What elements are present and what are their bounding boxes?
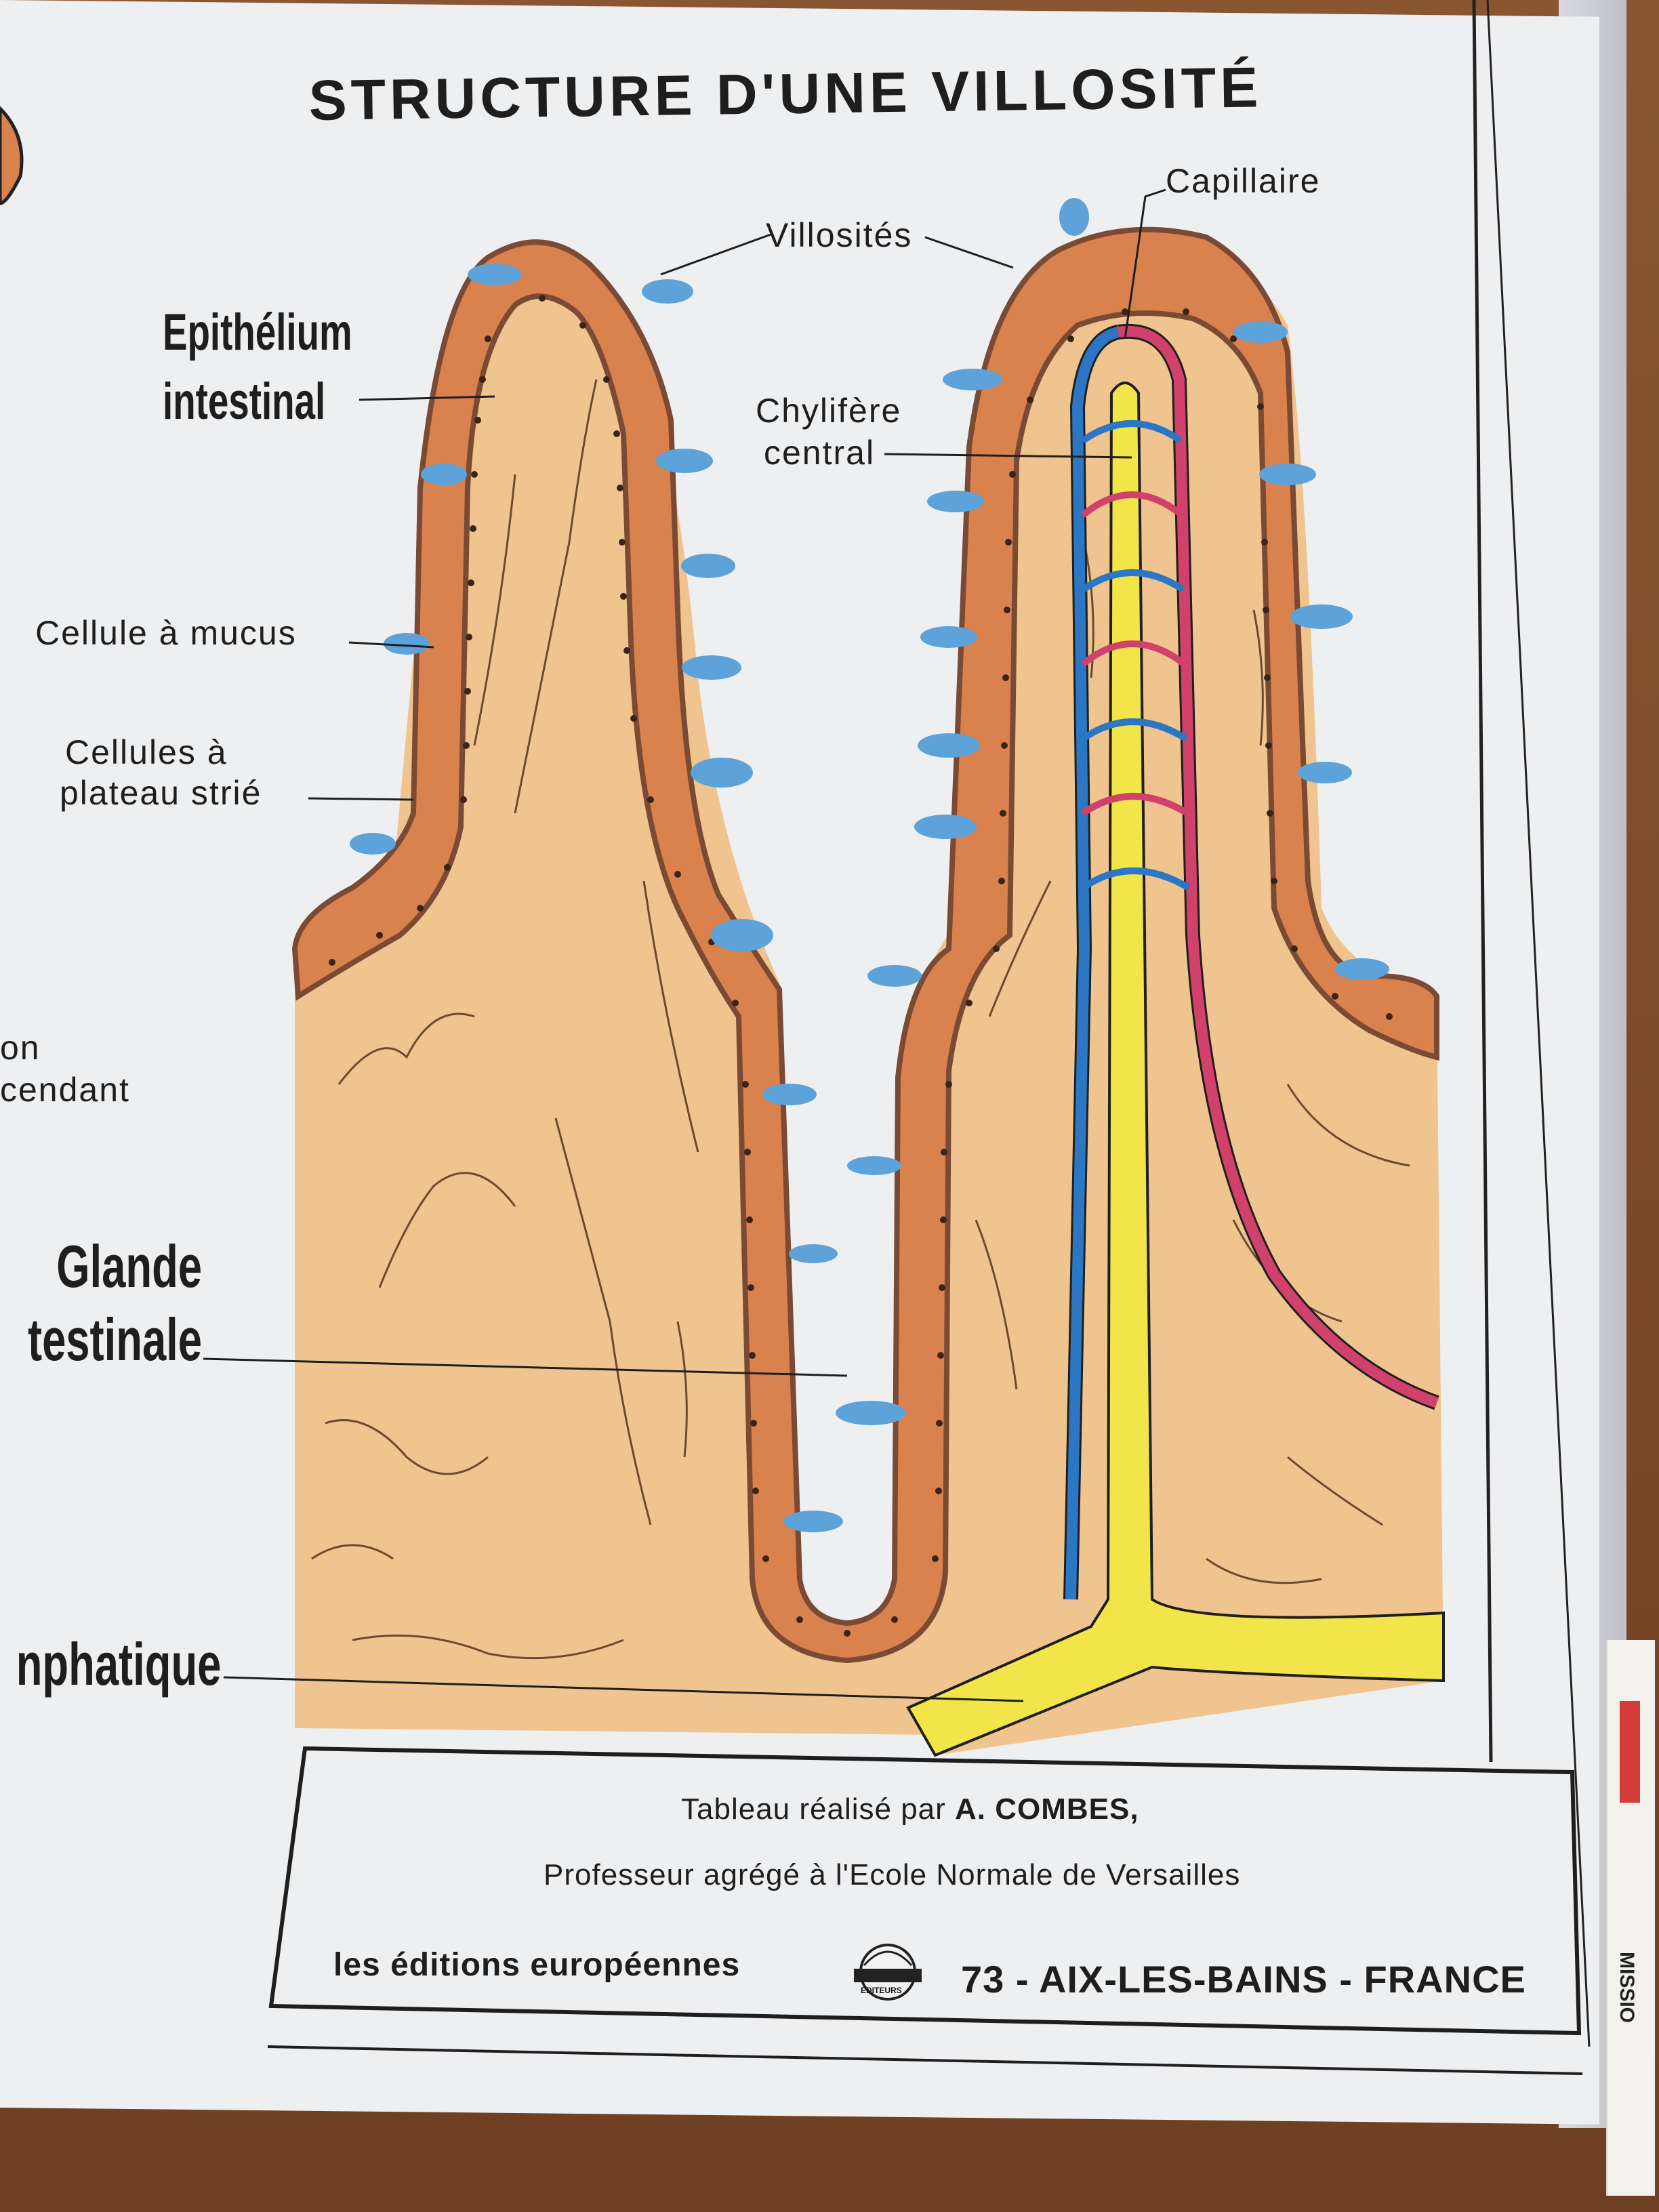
label-epithelium: Epithélium intestinal bbox=[163, 298, 352, 436]
leader-plateau bbox=[308, 797, 414, 801]
epithelium-layer bbox=[291, 226, 1439, 1664]
footer-credit-line: Tableau réalisé par A. COMBES, bbox=[681, 1793, 1139, 1826]
leader-villosites-right bbox=[924, 236, 1014, 269]
label-chylifere-line2: central bbox=[764, 434, 876, 472]
label-partial-on: on bbox=[0, 1029, 41, 1067]
label-cellule-mucus: Cellule à mucus bbox=[35, 614, 297, 652]
label-glande: Glande testinale bbox=[28, 1230, 202, 1376]
footer-address: 73 - AIX-LES-BAINS - FRANCE bbox=[961, 1958, 1526, 2001]
label-epithelium-line1: Epithélium bbox=[163, 304, 352, 361]
label-partial-cendant: cendant bbox=[0, 1071, 130, 1109]
label-glande-line2: testinale bbox=[27, 1306, 202, 1373]
leader-mucus bbox=[348, 641, 434, 649]
label-chylifere-line1: Chylifère bbox=[756, 392, 902, 430]
leader-glande bbox=[203, 1357, 848, 1377]
poster-frame-outer bbox=[1486, 0, 1591, 2047]
footer-underline bbox=[267, 2045, 1583, 2075]
leader-lymphatique bbox=[223, 1676, 1024, 1702]
label-glande-line1: Glande bbox=[56, 1233, 202, 1300]
footer-credit-role: Professeur agrégé à l'Ecole Normale de V… bbox=[544, 1858, 1241, 1891]
footer-credit-author: A. COMBES, bbox=[955, 1793, 1139, 1826]
leader-villosites-left bbox=[660, 232, 773, 276]
artery bbox=[1117, 325, 1439, 1408]
label-epithelium-line2: intestinal bbox=[163, 373, 326, 430]
partial-organ bbox=[0, 106, 24, 205]
epithelium-nuclei bbox=[329, 295, 1393, 1637]
capillary-network bbox=[1080, 420, 1191, 891]
leader-epithelium bbox=[359, 395, 495, 401]
publisher-logo-icon bbox=[854, 1944, 922, 2001]
label-cellules-plateau-line2: plateau strié bbox=[60, 774, 262, 812]
side-tag-text: MISSIO bbox=[1616, 1952, 1638, 2024]
mucus-cells bbox=[350, 198, 1389, 1532]
footer-box bbox=[268, 1746, 1582, 2036]
label-chylifere: Chylifère central bbox=[756, 390, 901, 474]
connective-tissue bbox=[295, 233, 1443, 1756]
leader-chylifere bbox=[884, 453, 1132, 459]
leader-capillaire bbox=[1124, 188, 1166, 340]
footer-publisher: les éditions européennes bbox=[333, 1947, 741, 1983]
central-lacteal bbox=[906, 382, 1445, 1757]
label-partial-left: on cendant bbox=[0, 1027, 130, 1111]
tissue-fibres bbox=[311, 379, 1410, 1660]
publisher-logo-label: EDITEURS bbox=[861, 1986, 902, 1995]
label-capillaire: Capillaire bbox=[1166, 162, 1321, 200]
leader-lines bbox=[203, 188, 1166, 1702]
side-tag-red-stripe bbox=[1620, 1701, 1640, 1803]
label-cellules-plateau-line1: Cellules à bbox=[65, 733, 228, 771]
poster-frame-right bbox=[1472, 0, 1493, 1763]
label-lymphatique: nphatique bbox=[16, 1631, 221, 1698]
label-villosites: Villosités bbox=[766, 216, 913, 254]
side-tag: MISSIO bbox=[1606, 1640, 1655, 2196]
label-cellules-plateau: Cellules à plateau strié bbox=[60, 732, 262, 813]
footer-credit-prefix: Tableau réalisé par bbox=[681, 1793, 946, 1826]
page-title: STRUCTURE D'UNE VILLOSITÉ bbox=[308, 55, 1263, 132]
vein bbox=[1065, 327, 1120, 1600]
